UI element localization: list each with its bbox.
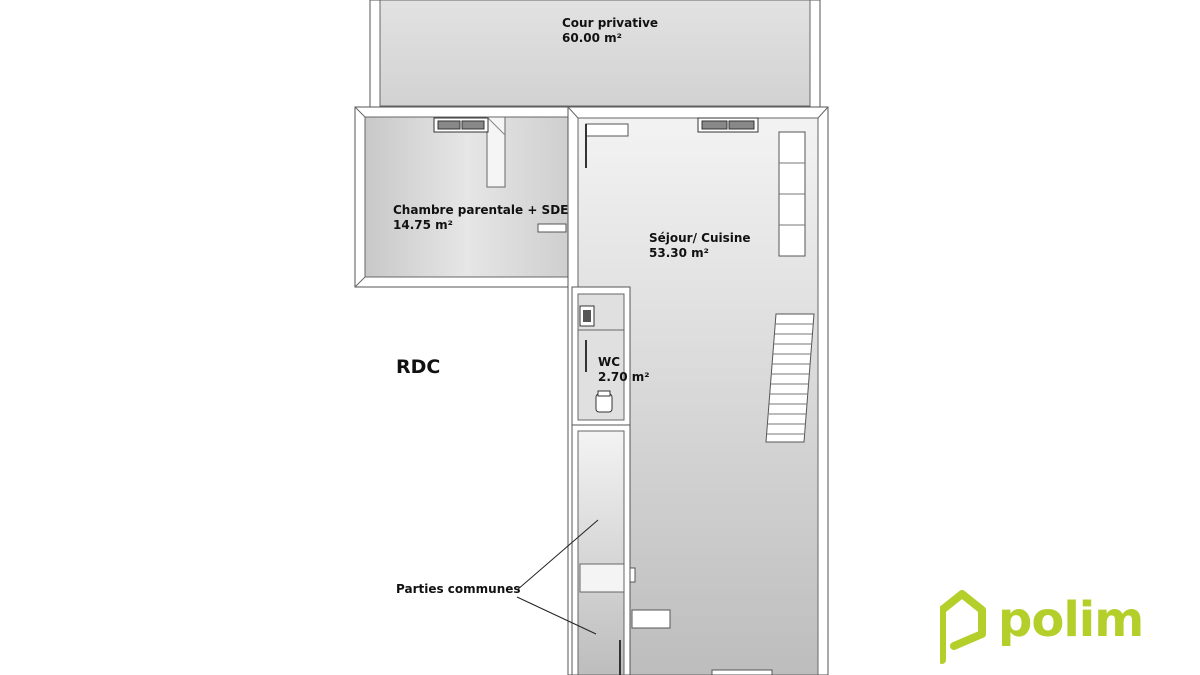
room-label-wc: WC 2.70 m²	[598, 355, 650, 385]
room-wc	[571, 286, 631, 426]
room-label-chambre: Chambre parentale + SDE 14.75 m²	[393, 203, 568, 233]
callout-label-parties-communes: Parties communes	[396, 582, 521, 597]
window-icon	[433, 117, 489, 133]
polim-logo: polim	[940, 590, 1144, 664]
kitchen-cabinets	[778, 131, 806, 257]
room-area: 2.70 m²	[598, 370, 650, 384]
room-label-cour: Cour privative 60.00 m²	[562, 16, 658, 46]
staircase	[765, 313, 815, 443]
room-area: 14.75 m²	[393, 218, 453, 232]
room-name: WC	[598, 355, 621, 369]
window-icon	[697, 117, 759, 133]
level-label: RDC	[396, 356, 441, 378]
room-name: Chambre parentale + SDE	[393, 203, 569, 217]
room-sejour-cuisine	[567, 106, 829, 675]
room-chambre-parentale	[354, 106, 574, 288]
logo-text: polim	[998, 592, 1144, 648]
room-cour-privative	[369, 0, 821, 109]
house-logo-icon	[940, 590, 986, 664]
room-parties-communes	[571, 424, 636, 675]
callout-leader-lines	[516, 519, 599, 635]
room-name: Séjour/ Cuisine	[649, 231, 751, 245]
room-name: Cour privative	[562, 16, 659, 30]
room-label-sejour: Séjour/ Cuisine 53.30 m²	[649, 231, 751, 261]
callout-text: Parties communes	[396, 582, 521, 596]
toilet-icon	[595, 390, 613, 413]
room-area: 60.00 m²	[562, 31, 622, 45]
room-area: 53.30 m²	[649, 246, 709, 260]
